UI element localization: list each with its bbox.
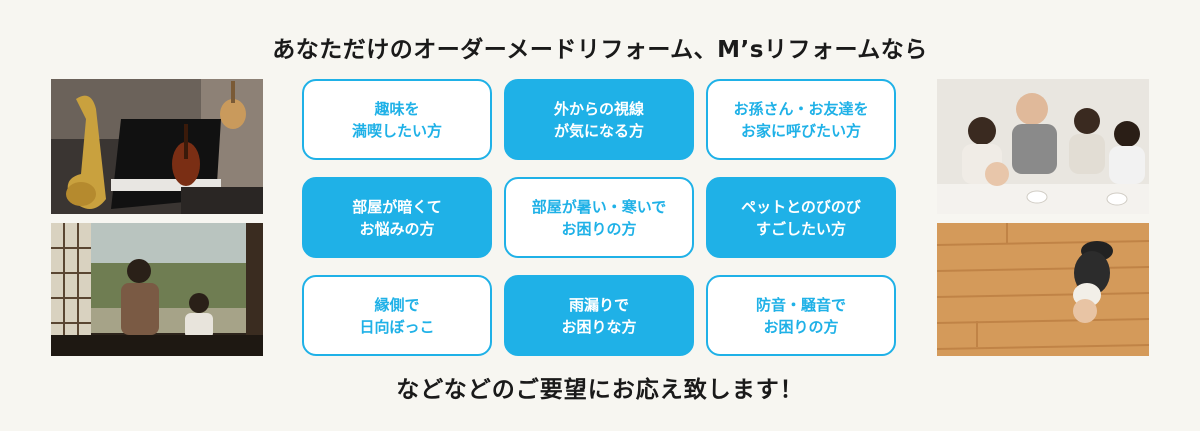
tile-dark-room[interactable]: 部屋が暗くて お悩みの方 — [302, 177, 492, 258]
headline: あなただけのオーダーメードリフォーム、M’sリフォームなら — [272, 37, 928, 63]
concern-grid: 趣味を 満喫したい方 外からの視線 が気になる方 お孫さん・お友達を お家に呼び… — [302, 79, 897, 358]
tile-veranda-sunbathing[interactable]: 縁側で 日向ぼっこ — [302, 275, 492, 356]
tile-soundproofing[interactable]: 防音・騒音で お困りの方 — [706, 275, 896, 356]
tile-outside-gaze[interactable]: 外からの視線 が気になる方 — [504, 79, 694, 160]
tile-pets[interactable]: ペットとのびのび すごしたい方 — [706, 177, 896, 258]
tile-roof-leak[interactable]: 雨漏りで お困りな方 — [504, 275, 694, 356]
tile-hobby[interactable]: 趣味を 満喫したい方 — [302, 79, 492, 160]
photo-musical-instruments — [51, 79, 263, 214]
tile-hot-cold-room[interactable]: 部屋が暑い・寒いで お困りの方 — [504, 177, 694, 258]
photo-grandparents-and-grandchildren — [937, 79, 1149, 214]
tile-invite-grandchildren[interactable]: お孫さん・お友達を お家に呼びたい方 — [706, 79, 896, 160]
photo-baby-on-wood-floor — [937, 223, 1149, 356]
photo-family-on-veranda — [51, 223, 263, 356]
closing-message: などなどのご要望にお応え致します！ — [396, 377, 804, 403]
